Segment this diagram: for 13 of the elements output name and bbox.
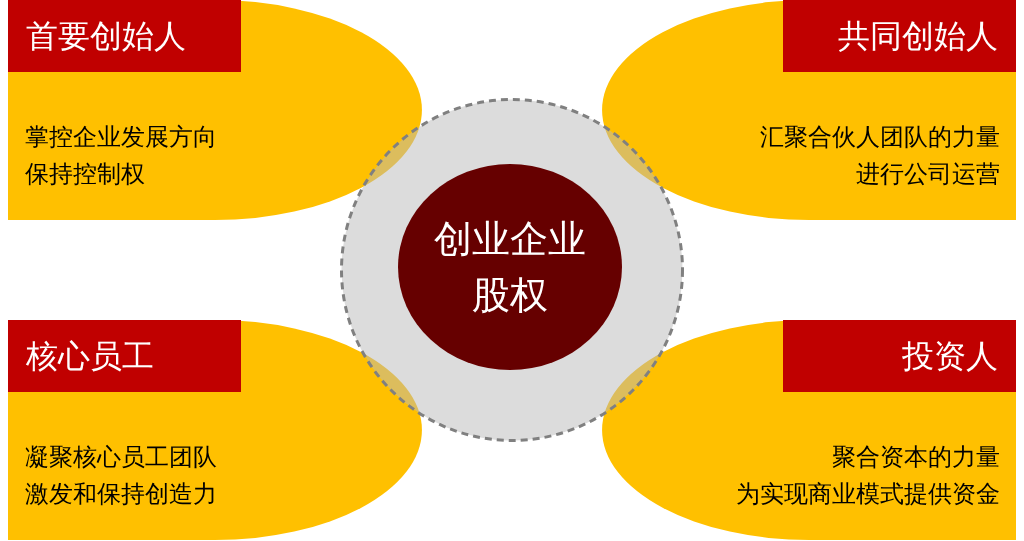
center-label: 创业企业股权 — [433, 216, 587, 319]
header-tab: 投资人 — [783, 320, 1016, 392]
description-text: 为实现商业模式提供资金 — [736, 479, 1000, 510]
description-text: 保持控制权 — [25, 159, 145, 190]
header-tab: 核心员工 — [8, 320, 241, 392]
header-tab: 首要创始人 — [8, 0, 241, 72]
header-tab: 共同创始人 — [783, 0, 1016, 72]
description-text: 汇聚合伙人团队的力量 — [760, 122, 1000, 153]
description-text: 掌控企业发展方向 — [25, 122, 217, 153]
description-text: 进行公司运营 — [856, 159, 1000, 190]
description-text: 凝聚核心员工团队 — [25, 442, 217, 473]
description-text: 聚合资本的力量 — [832, 442, 1000, 473]
description-text: 激发和保持创造力 — [25, 479, 217, 510]
